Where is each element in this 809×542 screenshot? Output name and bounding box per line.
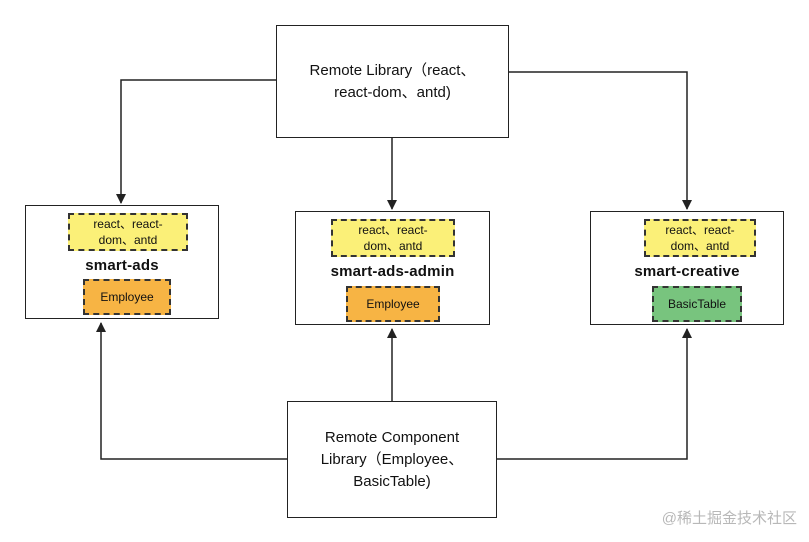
app-title: smart-ads (85, 257, 159, 274)
arrow-components-to-smart-ads (96, 322, 287, 460)
remote-component-library-line-1: Remote Component (324, 428, 460, 446)
app-lib-tag-line-2: dom、antd (98, 233, 158, 247)
app-component-tag: BasicTable (652, 286, 742, 322)
app-lib-tag-line-2: dom、antd (363, 239, 423, 253)
remote-component-library-label: Remote Component Library（Employee、 Basic… (321, 427, 464, 493)
remote-library-line-2: react-dom、antd) (334, 83, 451, 101)
app-title: smart-creative (634, 263, 740, 280)
app-lib-tag-line-1: react、react- (358, 223, 428, 237)
app-lib-tag-line-1: react、react- (93, 217, 163, 231)
watermark: @稀土掘金技术社区 (661, 510, 797, 527)
arrow-library-to-smart-ads (116, 79, 276, 204)
app-lib-tag: react、react- dom、antd (331, 219, 455, 257)
arrow-components-to-smart-creative (497, 328, 692, 460)
remote-library-line-1: Remote Library（react、 (309, 61, 476, 79)
app-lib-tag-line-2: dom、antd (670, 239, 730, 253)
app-node-smart-creative: react、react- dom、antd smart-creative Bas… (590, 211, 784, 325)
app-component-tag: Employee (346, 286, 440, 322)
remote-library-node: Remote Library（react、 react-dom、antd) (276, 25, 509, 138)
app-lib-tag: react、react- dom、antd (68, 213, 188, 251)
app-node-smart-ads: react、react- dom、antd smart-ads Employee (25, 205, 219, 319)
app-title: smart-ads-admin (330, 263, 455, 280)
remote-component-library-node: Remote Component Library（Employee、 Basic… (287, 401, 497, 518)
arrow-library-to-smart-creative (509, 71, 692, 210)
app-component-tag: Employee (83, 279, 171, 315)
remote-component-library-line-2: Library（Employee、 (320, 450, 464, 468)
app-lib-tag: react、react- dom、antd (644, 219, 756, 257)
app-node-smart-ads-admin: react、react- dom、antd smart-ads-admin Em… (295, 211, 490, 325)
app-lib-tag-line-1: react、react- (665, 223, 735, 237)
remote-library-label: Remote Library（react、 react-dom、antd) (310, 60, 476, 104)
remote-component-library-line-3: BasicTable) (353, 472, 431, 490)
